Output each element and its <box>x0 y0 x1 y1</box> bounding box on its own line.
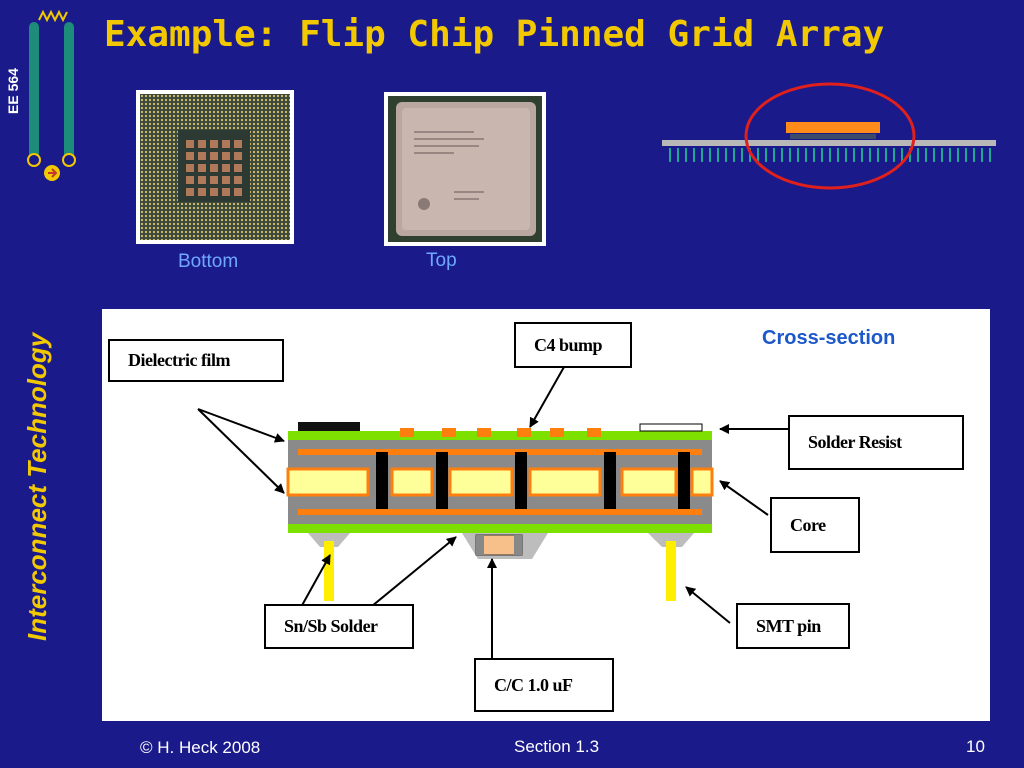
solder-resist-label: Solder Resist <box>788 415 964 470</box>
top-caption: Top <box>426 250 457 271</box>
bottom-caption: Bottom <box>178 251 239 272</box>
course-code: EE 564 <box>5 68 21 114</box>
c4-bump-label: C4 bump <box>514 322 632 368</box>
cross-section-title: Cross-section <box>762 327 896 349</box>
slide-title: Example: Flip Chip Pinned Grid Array <box>104 14 885 55</box>
core-label: Core <box>770 497 860 553</box>
page-number: 10 <box>966 737 985 756</box>
cpu-top-photo <box>384 92 546 246</box>
footer-copyright: © H. Heck 2008 <box>140 738 261 757</box>
cpu-bottom-photo <box>136 90 294 244</box>
smt-pin-label: SMT pin <box>736 603 850 649</box>
resistor-logo-icon <box>27 9 76 181</box>
cross-section-diagram <box>197 366 788 659</box>
capacitor-label: C/C 1.0 uF <box>474 658 614 712</box>
footer-section: Section 1.3 <box>514 737 600 756</box>
dielectric-film-label: Dielectric film <box>108 339 284 382</box>
sn-sb-solder-label: Sn/Sb Solder <box>264 604 414 649</box>
package-side-view-diagram <box>662 82 996 190</box>
vertical-title: Interconnect Technology <box>22 332 52 642</box>
